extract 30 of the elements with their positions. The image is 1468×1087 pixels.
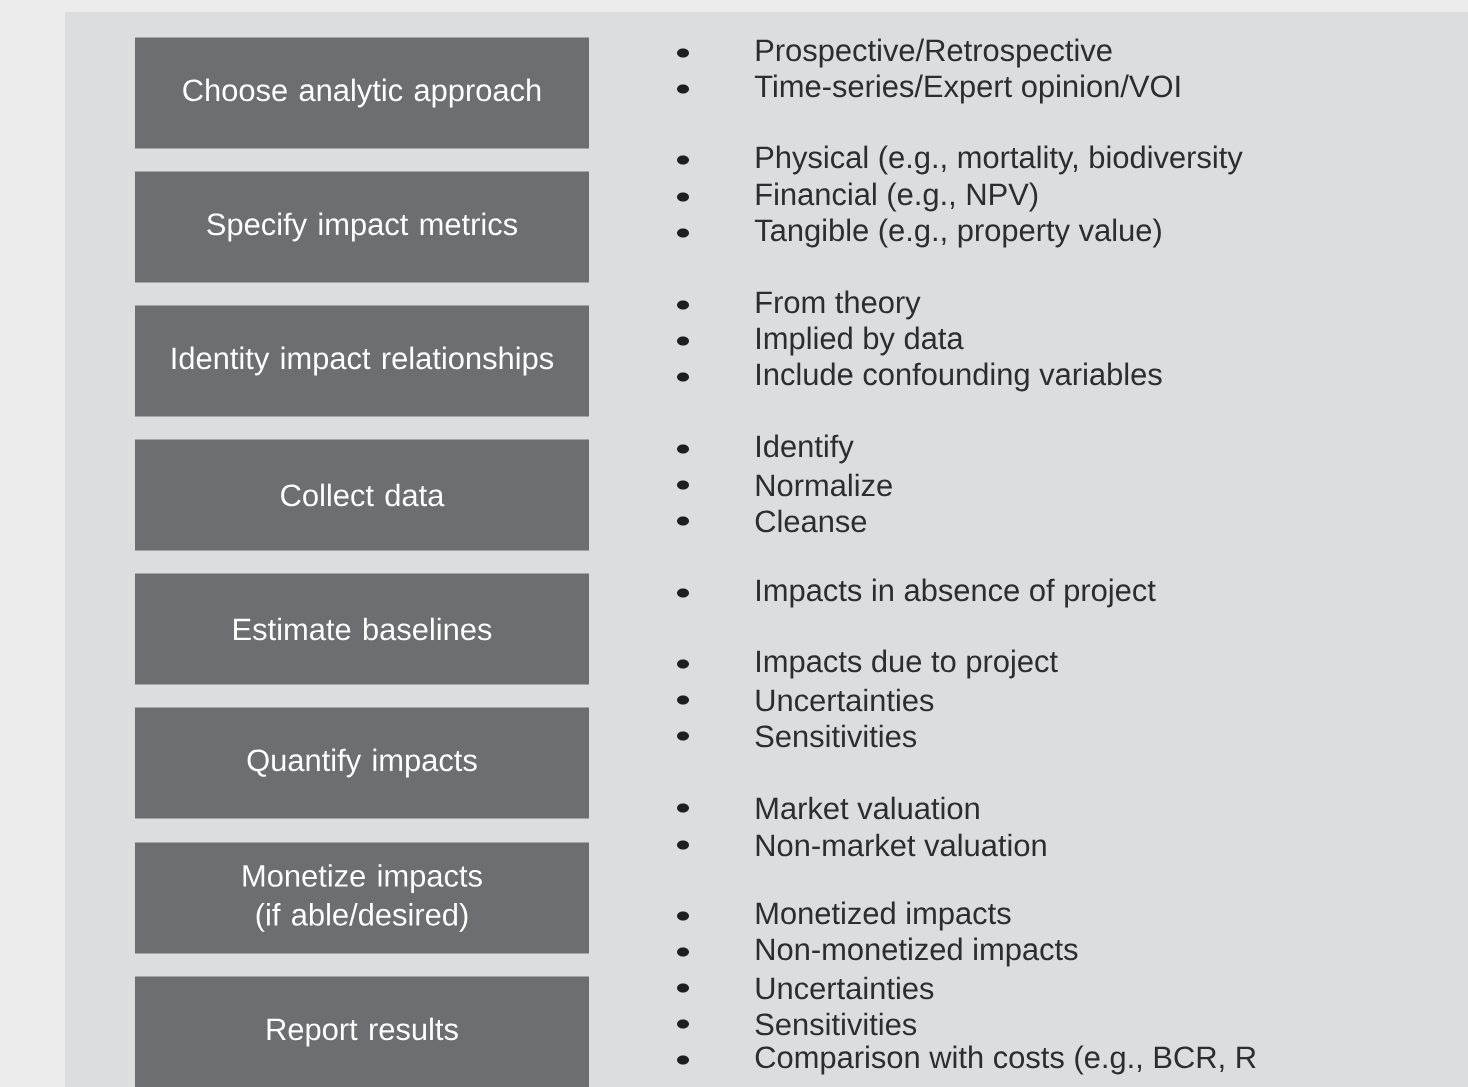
- step-box: Collect data: [135, 439, 589, 551]
- bullet-text: Non-market valuation: [756, 833, 1046, 857]
- bullet-text: Uncertainties: [756, 976, 934, 1000]
- bullet-text: Time-series/Expert opinion/VOI: [754, 74, 1180, 104]
- bullet-text: Normalize: [756, 473, 892, 497]
- step-box: Monetize impacts (if able/desired): [135, 842, 589, 954]
- bullet-text: Uncertainties: [756, 688, 934, 712]
- step-box: Report results: [135, 976, 589, 1087]
- bullet-text: From theory: [756, 290, 921, 320]
- bullet-text: Comparison with costs (e.g., BCR, R: [755, 1045, 1256, 1075]
- bullet-text: Monetized impacts: [756, 901, 1011, 931]
- bullet-text: Include confounding variables: [757, 362, 1162, 392]
- bullet-text: Sensitivities: [755, 1012, 917, 1036]
- step-box: Estimate baselines: [135, 573, 589, 685]
- bullet-text: Impacts in absence of project: [757, 578, 1156, 608]
- step-box: Specify impact metrics: [135, 171, 589, 283]
- bullet-text: Non-monetized impacts: [756, 937, 1078, 967]
- step-box: Identity impact relationships: [135, 305, 589, 417]
- bullet-text: Financial (e.g., NPV): [756, 182, 1038, 212]
- bullet-text: Implied by data: [757, 326, 964, 356]
- bullet-text: Impacts due to project: [757, 649, 1058, 679]
- bullet-text: Prospective/Retrospective: [756, 38, 1112, 68]
- bullet-text: Identify: [757, 434, 854, 464]
- step-box: Choose analytic approach: [135, 37, 589, 149]
- bullet-text: Market valuation: [756, 796, 979, 820]
- bullet-text: Cleanse: [755, 509, 867, 533]
- bullet-text: Sensitivities: [755, 724, 917, 748]
- bullet-text: Tangible (e.g., property value): [754, 218, 1161, 248]
- step-box: Quantify impacts: [135, 707, 589, 819]
- bullet-text: Physical (e.g., mortality, biodiversity: [756, 145, 1243, 175]
